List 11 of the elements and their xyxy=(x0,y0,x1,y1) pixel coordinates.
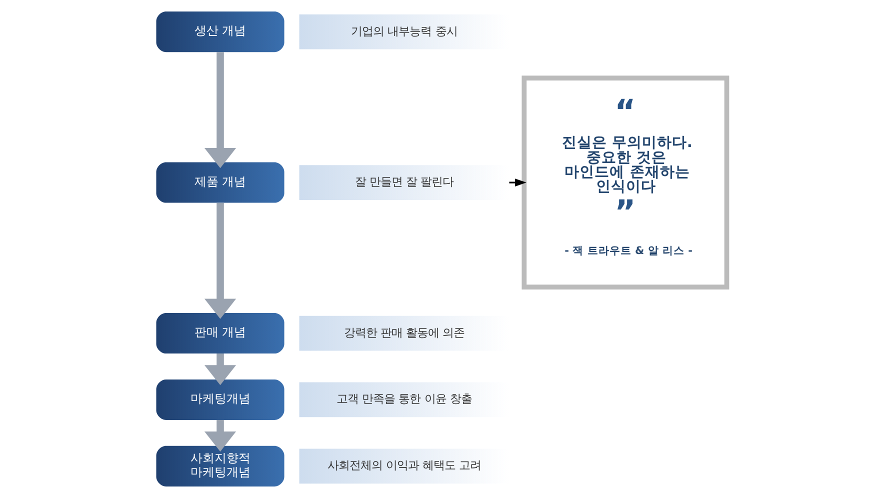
node-box: 마케팅개념 xyxy=(156,379,284,420)
arrow xyxy=(204,202,236,319)
node-box: “ 진실은 무의미하다. 중요한 것은 마인드에 존재하는 인식이다 ” - 잭 트라우트 & 알 리스 - xyxy=(522,76,730,290)
arrow xyxy=(204,52,236,168)
node-box: 생산 개념 xyxy=(156,12,284,52)
arrow xyxy=(204,420,236,452)
arrow xyxy=(509,178,526,187)
node-box: 판매 개념 xyxy=(156,313,284,354)
arrow xyxy=(204,354,236,386)
node-box: 사회지향적 마케팅개념 xyxy=(156,446,284,486)
node-box: 제품 개념 xyxy=(156,162,284,203)
